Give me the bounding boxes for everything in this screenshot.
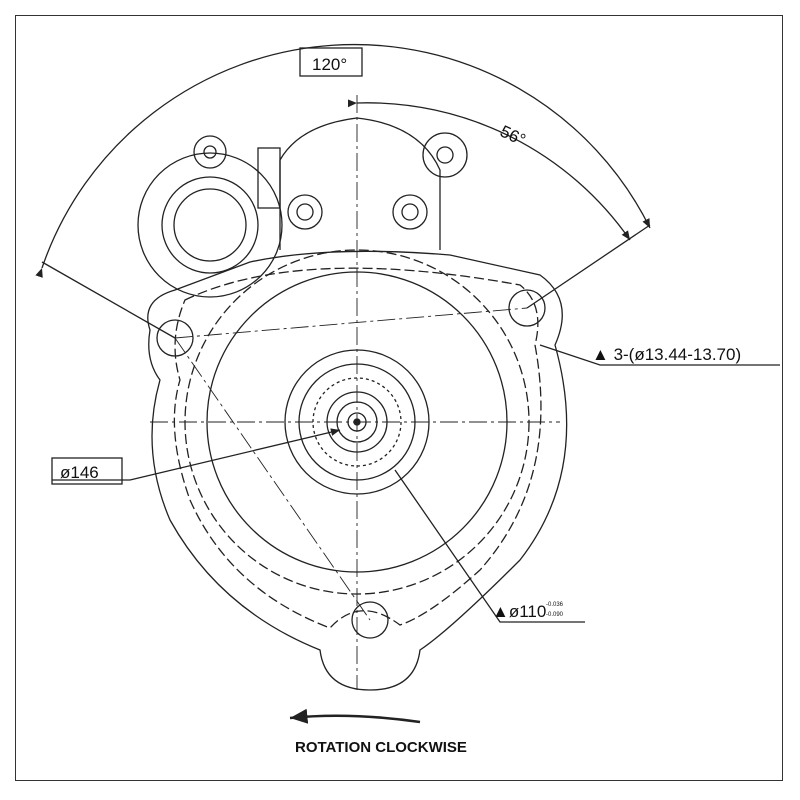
diameter-110-label: ▲ø110 (492, 602, 546, 621)
body-circle-146 (206, 271, 508, 573)
extension-line (41, 261, 176, 339)
tolerance-upper: -0.036 (546, 602, 564, 608)
mounting-hole (156, 319, 194, 357)
shaft (347, 412, 367, 432)
mounting-hole (351, 601, 389, 639)
extension-line (526, 224, 651, 309)
holes-label: ▲ 3-(ø13.44-13.70) (592, 345, 741, 364)
leader-pilot (394, 469, 585, 623)
shaft-center (353, 418, 361, 426)
angle-56-label: 56° (497, 122, 528, 150)
angle-arc-56 (347, 99, 631, 241)
rotation-arrow (289, 708, 421, 724)
drawing-frame (15, 15, 783, 781)
solenoid (137, 117, 468, 298)
diameter-146-label: ø146 (60, 463, 99, 482)
label-box-120 (299, 47, 363, 77)
mounting-hole (508, 289, 546, 327)
bearing (336, 401, 378, 443)
rotation-label: ROTATION CLOCKWISE (295, 739, 467, 756)
nose-inner-circle (298, 363, 416, 481)
flange-inner-outline (173, 267, 542, 629)
leader-146 (129, 428, 341, 481)
pinion-circle (312, 377, 402, 467)
flange-outline (147, 250, 568, 691)
bolt-circle (184, 249, 530, 595)
nose-circle (284, 349, 430, 495)
pinion-root (326, 391, 388, 453)
leader-holes (539, 344, 780, 366)
tolerance-lower: -0.090 (546, 612, 564, 618)
label-box-146 (51, 457, 123, 485)
angle-arc-120 (35, 43, 651, 278)
angle-120-label: 120° (312, 55, 347, 74)
